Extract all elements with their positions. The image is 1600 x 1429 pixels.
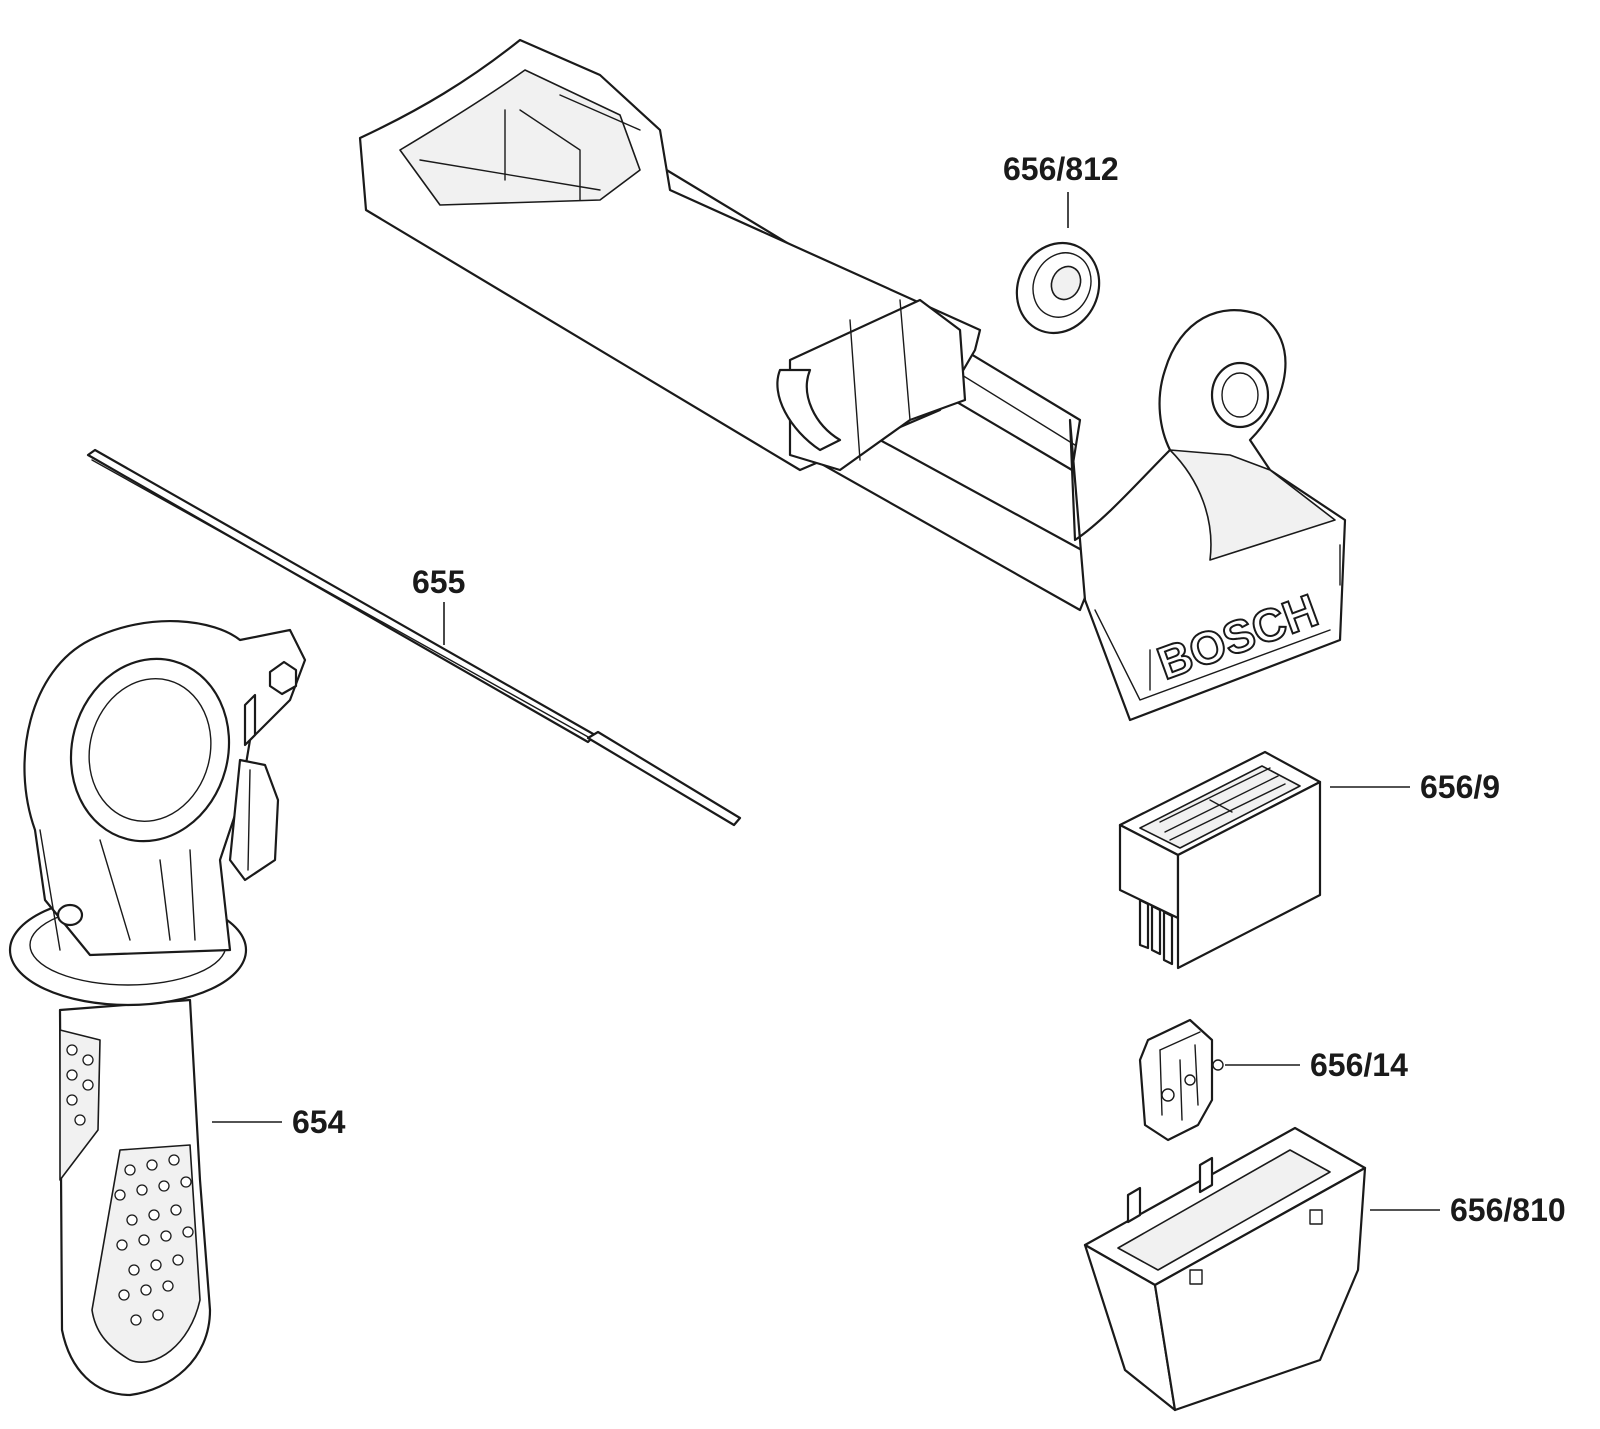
filter-cartridge-part	[1118, 750, 1410, 970]
depth-rod-part	[86, 448, 742, 827]
callout-656-9: 656/9	[1420, 769, 1500, 805]
seal-ring-part	[1015, 192, 1101, 335]
callout-654: 654	[292, 1104, 346, 1140]
grip-texture-dots	[66, 1044, 194, 1326]
callout-656-810: 656/810	[1450, 1192, 1566, 1228]
callout-656-14: 656/14	[1310, 1047, 1408, 1083]
dust-extractor-body: BOSCH	[358, 38, 1347, 722]
callout-655: 655	[412, 564, 465, 600]
latch-clip-part	[1138, 1018, 1300, 1142]
auxiliary-handle-part	[8, 619, 307, 1397]
dust-container-part	[1083, 1126, 1440, 1412]
callout-656-812: 656/812	[1003, 151, 1119, 187]
